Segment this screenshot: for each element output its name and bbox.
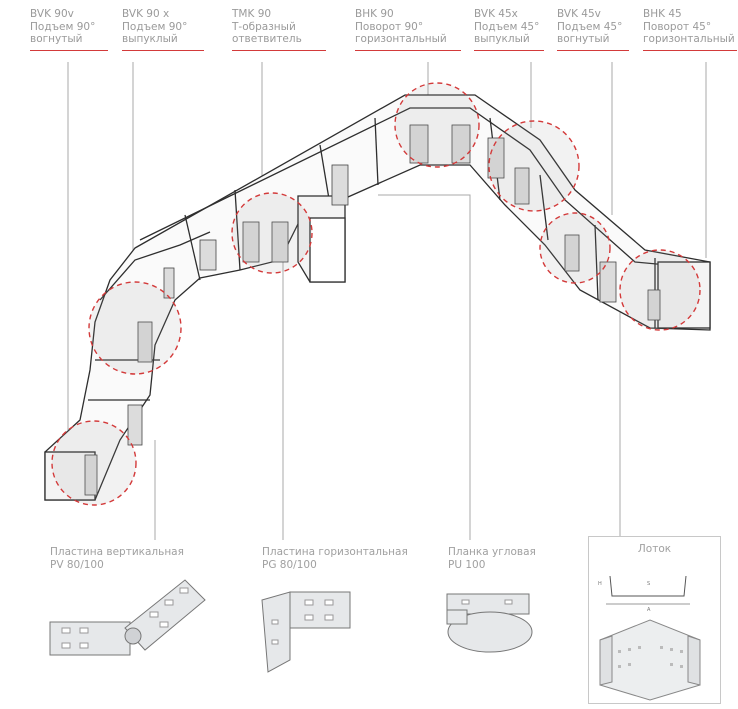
label-name: Пластина горизонтальная <box>262 546 408 558</box>
label-tmk-90: TMK 90 Т-образный ответвитель <box>232 8 326 51</box>
label-code: BVK 90 x <box>122 8 170 20</box>
highlight-tmk-90 <box>231 192 313 274</box>
pv-plate-image <box>49 579 206 656</box>
label-line2: выпуклый <box>474 33 530 45</box>
label-code: PV 80/100 <box>50 558 104 571</box>
highlight-bhk-45 <box>619 249 701 331</box>
label-pg-plate: Пластина горизонтальная PG 80/100 <box>262 546 408 571</box>
dim-s: S <box>647 581 650 587</box>
label-underline <box>122 49 204 51</box>
pu-bar-image <box>446 593 533 653</box>
highlight-bvk-45x <box>488 120 580 212</box>
label-line2: ответвитель <box>232 33 302 45</box>
label-code: PU 100 <box>448 558 486 571</box>
label-line2: вогнутый <box>557 33 610 45</box>
lotok-panel: Лоток <box>588 536 721 704</box>
highlight-bvk-45v <box>539 212 611 284</box>
lotok-image: H S A <box>598 575 701 701</box>
dim-a: A <box>647 607 651 613</box>
dim-h: H <box>598 581 602 587</box>
label-line2: вогнутый <box>30 33 83 45</box>
label-underline <box>474 49 544 51</box>
label-code: BHK 90 <box>355 8 394 20</box>
label-bvk-45x: BVK 45x Подъем 45° выпуклый <box>474 8 544 51</box>
label-line2: горизонтальный <box>355 33 447 45</box>
label-code: BVK 45x <box>474 8 518 20</box>
label-bvk-90v: BVK 90v Подъем 90° вогнутый <box>30 8 108 51</box>
label-name: Планка угловая <box>448 546 536 558</box>
label-code: BVK 45v <box>557 8 601 20</box>
label-bhk-90: BHK 90 Поворот 90° горизонтальный <box>355 8 461 51</box>
label-underline <box>355 49 461 51</box>
label-pv-plate: Пластина вертикальная PV 80/100 <box>50 546 184 571</box>
label-line1: Поворот 90° <box>355 20 424 33</box>
label-pu-bar: Планка угловая PU 100 <box>448 546 536 571</box>
label-underline <box>557 49 629 51</box>
label-code: PG 80/100 <box>262 558 317 571</box>
label-line1: Подъем 45° <box>474 20 540 33</box>
label-underline <box>232 49 326 51</box>
label-code: BVK 90v <box>30 8 74 20</box>
label-bhk-45: BHK 45 Поворот 45° горизонтальный <box>643 8 737 51</box>
connector-plates <box>84 124 661 496</box>
label-line1: Поворот 45° <box>643 20 712 33</box>
label-name: Пластина вертикальная <box>50 546 184 558</box>
highlight-bvk-90x <box>88 281 182 375</box>
label-line2: горизонтальный <box>643 33 735 45</box>
pg-plate-image <box>261 591 351 673</box>
lotok-title: Лоток <box>637 543 672 555</box>
label-underline <box>643 49 737 51</box>
label-underline <box>30 49 108 51</box>
label-code: BHK 45 <box>643 8 682 20</box>
label-line1: Подъем 45° <box>557 20 623 33</box>
label-code: TMK 90 <box>232 8 272 20</box>
label-bvk-90x: BVK 90 x Подъем 90° выпуклый <box>122 8 204 51</box>
highlight-circles <box>51 82 701 506</box>
highlight-bvk-90v <box>51 420 137 506</box>
label-bvk-45v: BVK 45v Подъем 45° вогнутый <box>557 8 629 51</box>
label-line1: Т-образный <box>232 20 296 33</box>
highlight-bhk-90 <box>394 82 480 168</box>
label-line2: выпуклый <box>122 33 178 45</box>
label-line1: Подъем 90° <box>122 20 188 33</box>
label-line1: Подъем 90° <box>30 20 96 33</box>
